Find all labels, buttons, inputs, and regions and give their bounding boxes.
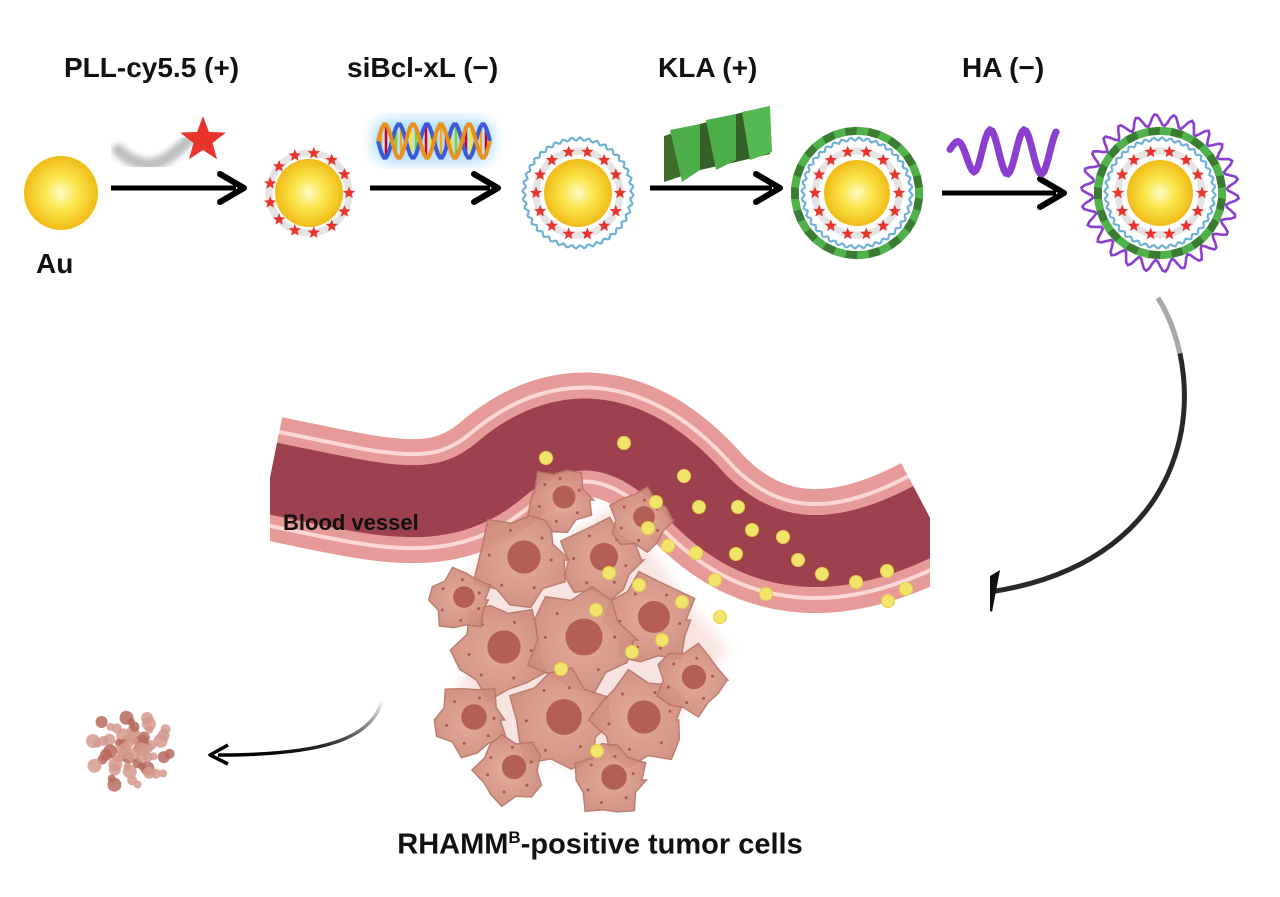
tumor-caption: RHAMMB-positive tumor cells — [0, 828, 1200, 862]
blood-vessel — [210, 372, 990, 650]
nanoparticle-dots — [539, 436, 913, 758]
nanoparticle-pll — [264, 146, 356, 238]
kla-peptide-icon — [664, 106, 772, 182]
step-label-kla: KLA (+) — [658, 52, 758, 83]
step-arrow-4 — [942, 176, 1067, 210]
delivery-arrow — [962, 296, 1187, 612]
caption-superscript: B — [508, 828, 521, 847]
nanoparticle-sirna — [521, 136, 635, 250]
vessel-label: Blood vessel — [283, 510, 419, 535]
nanoparticle-ha — [1079, 112, 1241, 274]
step-arrow-2 — [370, 171, 501, 205]
step-arrow-3 — [650, 171, 783, 205]
step-label-pll: PLL-cy5.5 (+) — [64, 52, 240, 83]
step-label-sibcl: siBcl-xL (−) — [347, 52, 499, 83]
caption-prefix: RHAMM — [397, 828, 509, 861]
nanoparticle-kla — [791, 126, 923, 260]
dead-tumor-cells — [86, 710, 175, 792]
ha-chain-icon — [946, 125, 1060, 178]
step-label-ha: HA (−) — [962, 52, 1045, 83]
step-arrow-1 — [111, 171, 247, 205]
au-label: Au — [36, 248, 74, 279]
sirna-helix-icon — [372, 118, 494, 164]
caption-suffix: -positive tumor cells — [520, 828, 803, 861]
tumor-cluster — [427, 469, 730, 813]
pll-polymer-icon — [112, 116, 226, 171]
au-core — [17, 149, 105, 237]
apoptosis-arrow — [208, 699, 384, 766]
